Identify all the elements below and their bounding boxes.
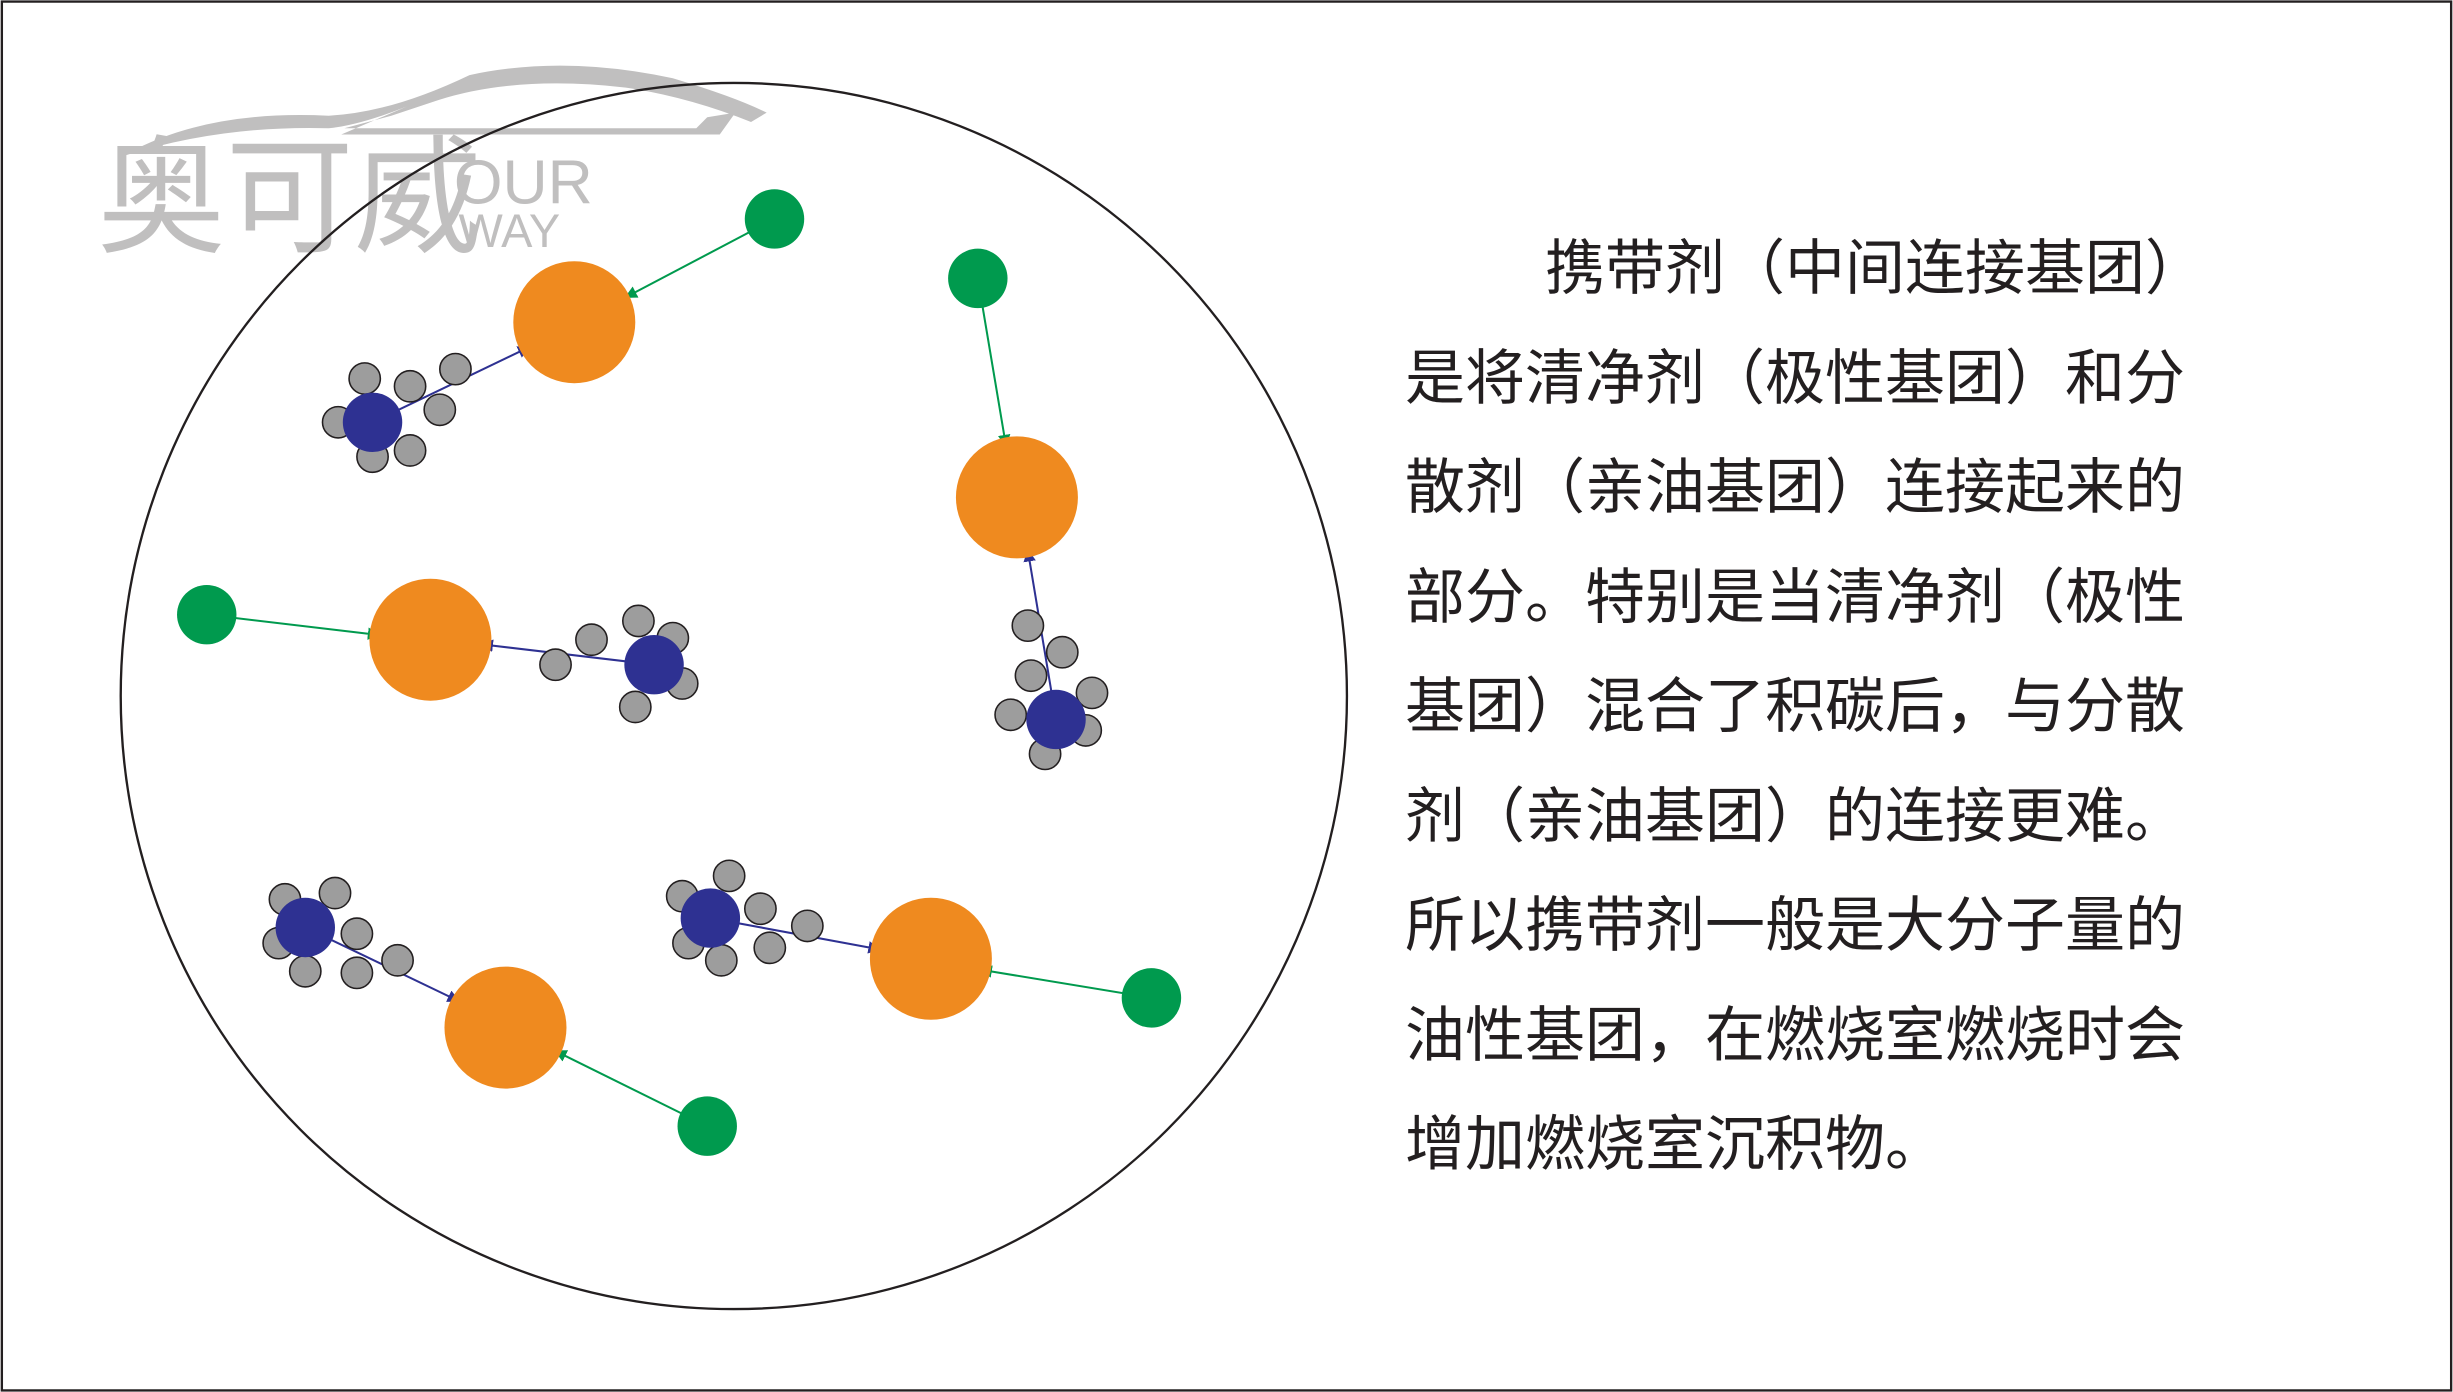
description-line: 剂（亲油基团）的连接更难。	[1405, 781, 2185, 852]
description-line: 基团）混合了积碳后，与分散	[1405, 672, 2185, 742]
dispersant-atom	[618, 690, 652, 724]
dispersant-atom	[340, 917, 374, 951]
polar-group	[369, 578, 492, 701]
additive-molecule	[321, 189, 805, 474]
polar-group	[513, 261, 636, 384]
dispersant-atom	[1011, 609, 1045, 643]
carrier-group	[680, 888, 741, 948]
carrier-group	[275, 897, 335, 958]
dispersant-atom	[439, 352, 472, 386]
description-line: 增加燃烧室沉积物。	[1405, 1110, 1945, 1180]
logo-en-top: OUR	[454, 147, 593, 217]
dispersant-atom	[393, 369, 427, 403]
carrier-group	[1026, 689, 1086, 750]
dispersant-atom	[539, 648, 572, 682]
carrier-group	[624, 635, 684, 695]
dispersant-atom	[704, 943, 738, 977]
description-line: 所以携带剂一般是大分子量的	[1405, 891, 2185, 961]
logo-chinese: 奥可威	[97, 124, 482, 273]
oil-group	[948, 248, 1008, 309]
description-line: 油性基团，在燃烧室燃烧时会	[1405, 1000, 2185, 1071]
dispersant-atom	[381, 943, 414, 977]
description-line: 散剂（亲油基团）连接起来的	[1405, 453, 2185, 523]
oil-group	[744, 189, 805, 249]
oil-droplet-boundary	[119, 81, 1349, 1311]
description-line: 部分。特别是当清净剂（极性	[1405, 562, 2185, 633]
additive-molecule	[665, 859, 1182, 1028]
dispersant-atom	[712, 859, 746, 893]
carrier-group	[342, 392, 403, 453]
oil-group	[677, 1096, 737, 1156]
dispersant-atom	[743, 892, 777, 926]
car-silhouette-icon	[122, 65, 767, 157]
dispersant-atom	[1045, 635, 1079, 669]
dispersant-atom	[393, 434, 427, 467]
dispersant-atom	[994, 698, 1028, 732]
dispersant-atom	[423, 393, 457, 427]
additive-molecule	[262, 876, 737, 1156]
dispersant-atom	[288, 954, 322, 988]
dispersant-atom	[340, 956, 374, 990]
additive-molecule	[177, 578, 699, 724]
polar-group	[444, 966, 567, 1089]
description-line: 是将清净剂（极性基团）和分	[1405, 343, 2185, 414]
polar-group	[869, 897, 992, 1020]
dispersant-atom	[621, 604, 655, 638]
dispersant-atom	[753, 931, 787, 965]
dispersant-atom	[575, 623, 608, 657]
logo-en-bottom: WAY	[459, 205, 561, 257]
oil-group	[177, 584, 237, 645]
description-text: 携带剂（中间连接基团） 是将清净剂（极性基团）和分 散剂（亲油基团）连接起来的 …	[1405, 215, 2405, 1201]
oil-group	[1121, 968, 1182, 1028]
additive-molecule	[948, 248, 1109, 771]
polar-group	[955, 436, 1078, 559]
dispersant-atom	[348, 362, 382, 395]
description-line: 携带剂（中间连接基团）	[1545, 234, 2205, 304]
dispersant-atom	[1075, 676, 1109, 710]
logo: 奥可威 OUR WAY	[97, 65, 767, 273]
dispersant-atom	[1014, 659, 1048, 693]
dispersant-atom	[318, 876, 352, 910]
dispersant-atom	[790, 909, 824, 943]
